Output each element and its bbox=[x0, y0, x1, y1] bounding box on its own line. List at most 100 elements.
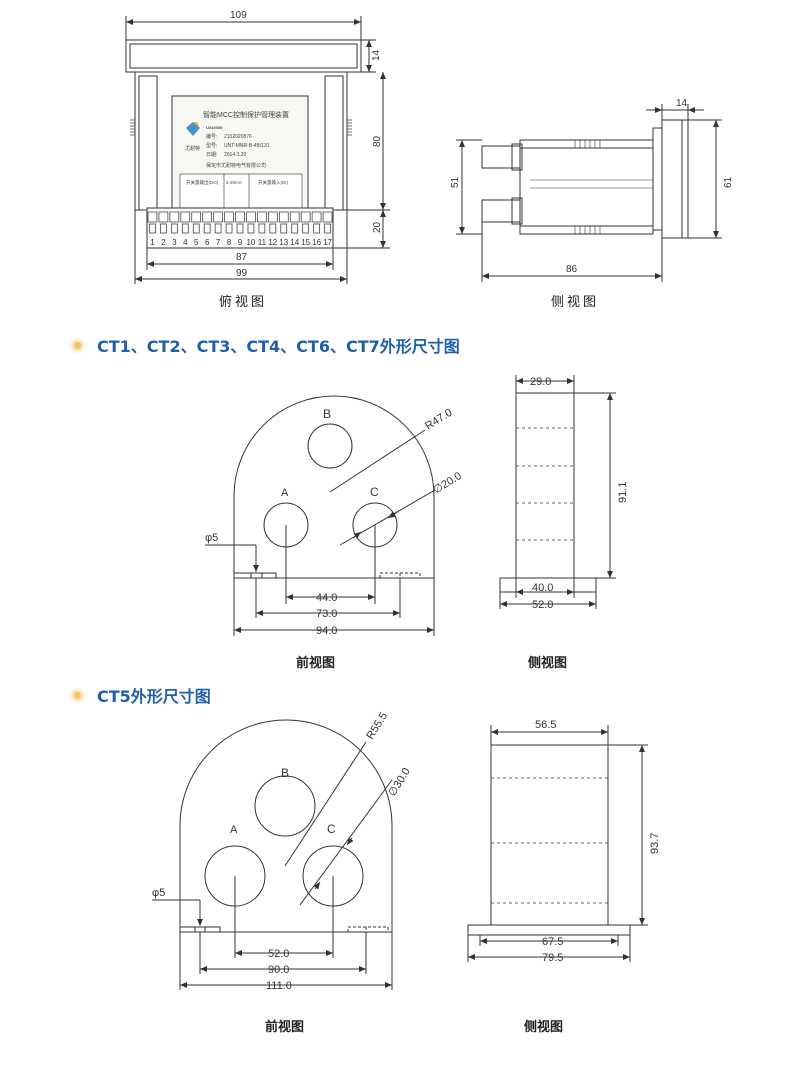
terminal-screw bbox=[224, 211, 234, 223]
panel-model-row: U244005 bbox=[206, 125, 223, 130]
terminal-screw bbox=[278, 211, 289, 223]
ct5-hole-c-label: C bbox=[327, 822, 336, 836]
terminal-number: 9 bbox=[238, 238, 243, 247]
section-title-ct1: CT1、CT2、CT3、CT4、CT6、CT7外形尺寸图 bbox=[72, 333, 460, 357]
panel-group-do: 开关量输出(DO) bbox=[186, 179, 219, 186]
ct5-radius: R55.5 bbox=[364, 710, 390, 741]
panel-group-ma: 4-20mA bbox=[226, 180, 242, 185]
section-title-ct1-text: CT1、CT2、CT3、CT4、CT6、CT7外形尺寸图 bbox=[97, 337, 460, 356]
terminal-number: 17 bbox=[323, 238, 332, 247]
dim-109: 109 bbox=[230, 10, 247, 21]
terminal-slot bbox=[236, 223, 244, 234]
side-view-drawing bbox=[456, 104, 722, 282]
panel-company: 保定市尤耐特电气有限公司 bbox=[206, 162, 266, 169]
panel-serial: 2102020876 bbox=[224, 134, 252, 140]
terminal-slot bbox=[302, 223, 309, 234]
ct1-hole-b-label: B bbox=[323, 407, 331, 421]
section-title-ct5: CT5外形尺寸图 bbox=[72, 683, 211, 707]
ct1-radius: R47.0 bbox=[423, 407, 454, 433]
ct5-dim-52: 52.0 bbox=[268, 948, 289, 960]
dim-80: 80 bbox=[372, 135, 383, 147]
ct1-diameter: ∅20.0 bbox=[431, 470, 464, 497]
terminal-slot bbox=[324, 223, 331, 234]
ct5-hole-b-label: B bbox=[281, 766, 289, 780]
dim-99: 99 bbox=[236, 268, 248, 279]
terminal-slot bbox=[203, 223, 211, 234]
caption-ct1-front: 前视图 bbox=[296, 656, 336, 671]
ct1-side-dim-29: 29.0 bbox=[530, 376, 551, 388]
terminal-screw bbox=[300, 211, 311, 223]
terminal-slot bbox=[181, 223, 189, 234]
terminal-slot bbox=[225, 223, 233, 234]
ct1-side-dim-40: 40.0 bbox=[532, 582, 553, 594]
terminal-number: 11 bbox=[258, 238, 267, 247]
terminal-slot bbox=[149, 223, 156, 234]
caption-topview: 俯视图 bbox=[219, 295, 268, 310]
terminal-screw bbox=[268, 211, 278, 223]
terminal-screw bbox=[311, 211, 322, 223]
panel-title: 智能MCC控制保护管理装置 bbox=[203, 110, 289, 119]
terminal-screw bbox=[202, 211, 212, 223]
dim-14-top: 14 bbox=[371, 49, 382, 61]
ct1-phi5: φ5 bbox=[205, 532, 218, 544]
terminal-number: 2 bbox=[161, 238, 166, 247]
caption-ct5-front: 前视图 bbox=[265, 1020, 305, 1035]
ct5-front-drawing bbox=[152, 719, 393, 990]
logo-text: 尤耐特 bbox=[185, 145, 200, 152]
ct5-side-dim-56: 56.5 bbox=[535, 719, 556, 731]
ct5-dim-111: 111.0 bbox=[266, 980, 292, 992]
panel-serial-label: 编号: bbox=[206, 133, 217, 140]
terminal-screw bbox=[289, 211, 300, 223]
ct1-front-drawing bbox=[205, 395, 436, 636]
dim-20: 20 bbox=[372, 221, 383, 233]
ct1-dim-94: 94.0 bbox=[316, 625, 337, 637]
terminal-number: 12 bbox=[268, 238, 277, 247]
ct5-phi5: φ5 bbox=[152, 887, 165, 899]
panel-group-di: 开关量输入(DI) bbox=[258, 179, 288, 186]
ct1-hole-c-label: C bbox=[370, 485, 379, 499]
ct5-dim-90: 90.0 bbox=[268, 964, 289, 976]
terminal-screw bbox=[322, 211, 333, 223]
ct5-side-dim-79: 79.5 bbox=[542, 952, 563, 964]
panel-type: UNT-MNR-B-4B/131 bbox=[224, 143, 270, 149]
panel-date-label: 日期: bbox=[206, 152, 217, 158]
terminal-number: 1 bbox=[150, 238, 155, 247]
caption-ct5-side: 侧视图 bbox=[524, 1020, 564, 1035]
ct1-hole-a-label: A bbox=[281, 487, 289, 499]
ct5-side-dim-93: 93.7 bbox=[649, 833, 661, 854]
terminal-slot bbox=[160, 223, 167, 234]
ct1-side-drawing bbox=[499, 375, 616, 609]
terminal-slot bbox=[171, 223, 178, 234]
terminal-number: 16 bbox=[312, 238, 321, 247]
terminal-screw bbox=[180, 211, 191, 223]
top-view-drawing bbox=[125, 16, 390, 284]
terminal-number: 14 bbox=[290, 238, 299, 247]
dim-side-61: 61 bbox=[723, 176, 734, 188]
caption-ct1-side: 侧视图 bbox=[528, 656, 568, 671]
terminal-number: 7 bbox=[216, 238, 221, 247]
terminal-screw bbox=[147, 211, 158, 223]
ct5-side-dim-67: 67.5 bbox=[542, 936, 563, 948]
terminal-screw bbox=[158, 211, 169, 223]
terminal-number: 8 bbox=[227, 238, 232, 247]
terminal-slot bbox=[214, 223, 222, 234]
terminal-screw bbox=[213, 211, 223, 223]
logo-icon bbox=[186, 122, 200, 136]
terminal-number: 15 bbox=[301, 238, 310, 247]
terminal-number: 6 bbox=[205, 238, 210, 247]
panel-type-label: 型号: bbox=[206, 142, 217, 149]
terminal-number: 4 bbox=[183, 238, 188, 247]
ct5-side-drawing bbox=[467, 725, 648, 962]
terminal-screw bbox=[257, 211, 267, 223]
terminal-number: 5 bbox=[194, 238, 199, 247]
terminal-number: 3 bbox=[172, 238, 177, 247]
terminal-slot bbox=[269, 223, 277, 234]
terminal-slot bbox=[313, 223, 320, 234]
terminal-screw bbox=[235, 211, 245, 223]
terminal-screw bbox=[246, 211, 256, 223]
section-title-ct5-text: CT5外形尺寸图 bbox=[97, 687, 211, 706]
terminal-screw bbox=[169, 211, 180, 223]
dim-side-14: 14 bbox=[676, 98, 688, 109]
dim-side-51: 51 bbox=[450, 176, 461, 188]
